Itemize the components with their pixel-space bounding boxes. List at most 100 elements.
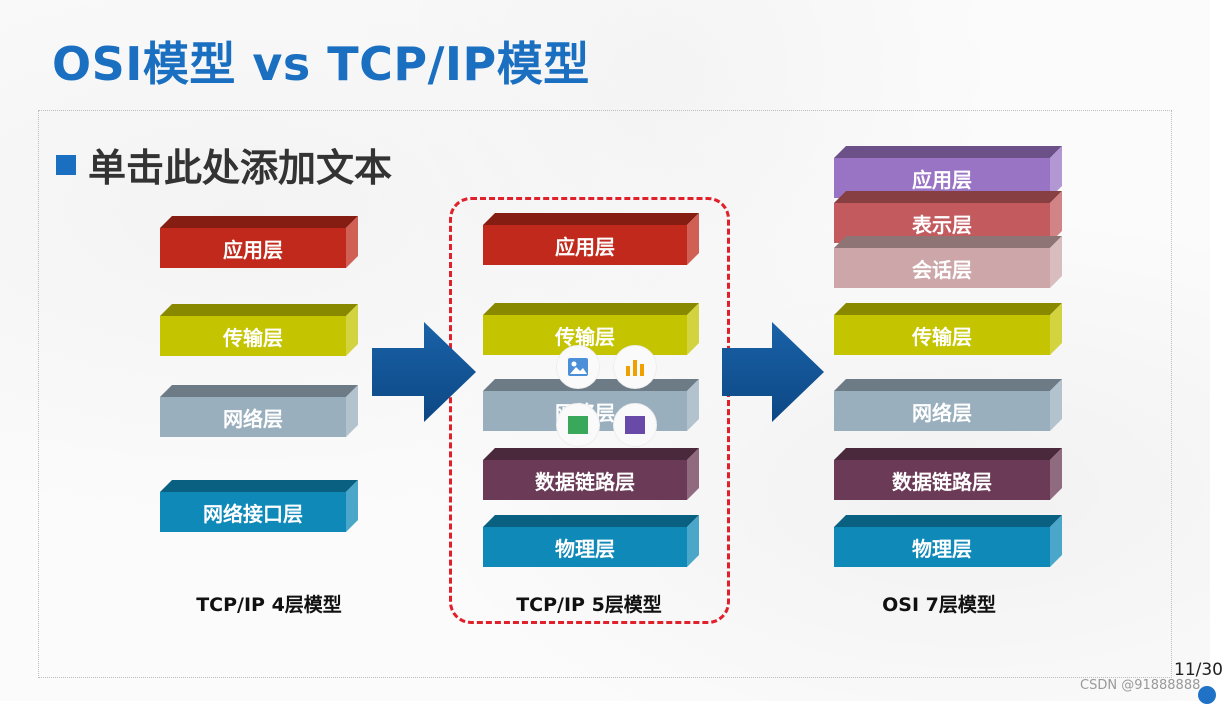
tcpip5-layer-datalink[interactable]: 数据链路层 [483,448,699,502]
layer-front-face [160,228,346,268]
layer-side-face [1050,379,1062,431]
layer-side-face [346,385,358,437]
osi7-layer-session[interactable]: 会话层 [834,236,1062,290]
layer-block-shape [834,515,1062,567]
page-number: 11/30 [1174,660,1223,680]
tcpip5-layer-application[interactable]: 应用层 [483,213,699,267]
insert-video-icon[interactable] [613,403,657,447]
layer-front-face [160,397,346,437]
layer-label: 网络层 [223,407,283,431]
layer-side-face [1050,515,1062,567]
layer-label: 传输层 [223,326,283,350]
layer-side-face [346,480,358,532]
tcpip5-layer-physical[interactable]: 物理层 [483,515,699,569]
tcpip4-layer-transport[interactable]: 传输层 [160,304,358,358]
insert-table-icon[interactable] [556,403,600,447]
layer-block-shape [160,385,358,437]
slide-title: OSI模型 vs TCP/IP模型 [52,37,590,91]
layer-label: 网络层 [912,401,972,425]
insert-picture-icon[interactable] [556,345,600,389]
layer-label: 数据链路层 [892,470,992,494]
tcpip4-layer-link[interactable]: 网络接口层 [160,480,358,534]
layer-block-shape [834,303,1062,355]
layer-label: 网络接口层 [203,502,303,526]
layer-top-face [160,304,358,316]
layer-top-face [834,303,1062,315]
layer-block-shape [483,515,699,567]
layer-label: 应用层 [912,168,972,192]
layer-block-shape [160,216,358,268]
osi7-layer-datalink[interactable]: 数据链路层 [834,448,1062,502]
layer-block-shape [834,448,1062,500]
layer-front-face [483,460,687,500]
layer-top-face [483,448,699,460]
layer-block-shape [483,213,699,265]
osi7-layer-network[interactable]: 网络层 [834,379,1062,433]
layer-top-face [483,213,699,225]
layer-side-face [1050,303,1062,355]
layer-front-face [160,316,346,356]
bullet-square-icon [56,154,76,175]
bullet-placeholder[interactable]: 单击此处添加文本 [56,137,392,192]
layer-side-face [1050,448,1062,500]
layer-top-face [483,515,699,527]
layer-label: 物理层 [555,537,615,561]
layer-block-shape [834,379,1062,431]
highlight-dashed-box [449,197,730,624]
bullet-text[interactable]: 单击此处添加文本 [88,146,393,190]
layer-front-face [834,248,1050,288]
layer-top-face [834,146,1062,158]
layer-front-face [834,391,1050,431]
layer-top-face [160,480,358,492]
layer-side-face [687,515,699,567]
layer-top-face [834,448,1062,460]
layer-label: 传输层 [555,325,615,349]
layer-side-face [346,216,358,268]
layer-top-face [834,191,1062,203]
layer-front-face [160,492,346,532]
layer-label: 会话层 [912,258,972,282]
right-arrow-icon [722,322,824,422]
layer-top-face [834,379,1062,391]
layer-side-face [1050,236,1062,288]
layer-front-face [834,315,1050,355]
layer-side-face [687,303,699,355]
layer-label: 表示层 [912,213,972,237]
layer-label: 数据链路层 [535,470,635,494]
layer-label: 传输层 [912,325,972,349]
layer-top-face [483,303,699,315]
layer-side-face [687,448,699,500]
layer-front-face [834,527,1050,567]
tcpip4-layer-application[interactable]: 应用层 [160,216,358,270]
layer-top-face [160,216,358,228]
layer-front-face [483,527,687,567]
layer-side-face [346,304,358,356]
watermark-text: CSDN @91888888 [1080,678,1201,693]
layer-block-shape [834,236,1062,288]
layer-label: 应用层 [555,235,615,259]
right-arrow-icon [372,322,476,422]
layer-top-face [834,515,1062,527]
insert-chart-icon[interactable] [613,345,657,389]
content-placeholder-frame[interactable] [38,110,1172,678]
layer-block-shape [160,480,358,532]
tcpip5-model-label: TCP/IP 5层模型 [516,594,662,616]
layer-side-face [687,379,699,431]
layer-top-face [834,236,1062,248]
layer-top-face [160,385,358,397]
layer-side-face [1050,191,1062,243]
tcpip4-layer-network[interactable]: 网络层 [160,385,358,439]
layer-block-shape [483,448,699,500]
tcpip4-model-label: TCP/IP 4层模型 [196,594,342,616]
osi7-layer-physical[interactable]: 物理层 [834,515,1062,569]
osi7-layer-transport[interactable]: 传输层 [834,303,1062,357]
layer-front-face [483,225,687,265]
layer-front-face [834,460,1050,500]
layer-block-shape [160,304,358,356]
layer-label: 物理层 [912,537,972,561]
corner-dot-icon [1198,686,1216,704]
layer-side-face [687,213,699,265]
osi7-model-label: OSI 7层模型 [882,594,996,616]
layer-label: 应用层 [223,238,283,262]
layer-side-face [1050,146,1062,198]
